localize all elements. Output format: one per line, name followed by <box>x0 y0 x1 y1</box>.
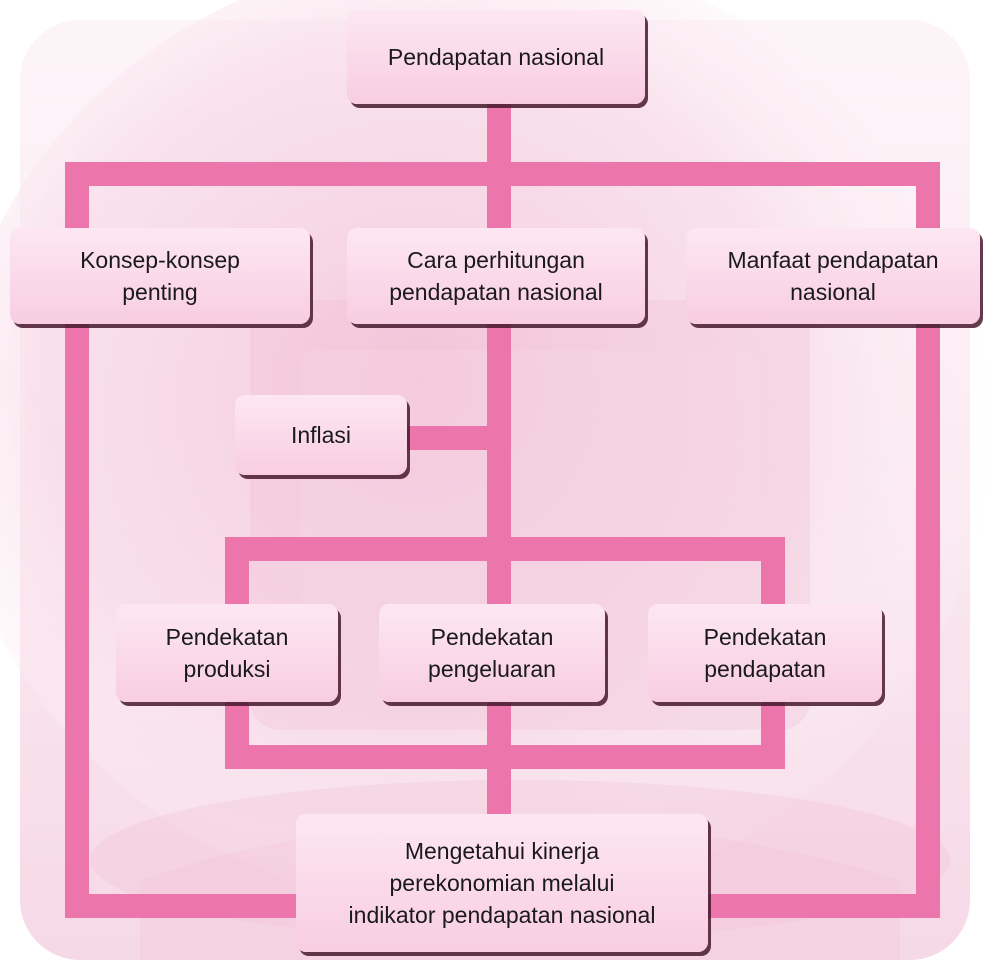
connector-inflasi-branch <box>395 426 511 450</box>
inflation-label: Inflasi <box>290 422 352 448</box>
approach-node-expenditure: Pendekatan pengeluaran <box>379 604 605 702</box>
inflation-node: Inflasi <box>235 395 407 475</box>
connector-root-stem <box>487 104 511 166</box>
approach-label-income: Pendekatan pendapatan <box>703 624 827 682</box>
topic-node-calculation: Cara perhitungan pendapatan nasional <box>347 228 645 324</box>
approach-node-income: Pendekatan pendapatan <box>648 604 882 702</box>
connector-approach-bottom <box>225 745 785 769</box>
connector-approach-top <box>225 537 785 561</box>
approach-label-expenditure: Pendekatan pengeluaran <box>428 624 556 682</box>
goal-label: Mengetahui kinerja perekonomian melalui … <box>348 838 656 928</box>
goal-node: Mengetahui kinerja perekonomian melalui … <box>296 814 708 952</box>
topic-node-concepts: Konsep-konsep penting <box>10 228 310 324</box>
topic-label-benefits: Manfaat pendapatan nasional <box>727 247 939 305</box>
topic-node-benefits: Manfaat pendapatan nasional <box>686 228 980 324</box>
root-label: Pendapatan nasional <box>387 44 605 70</box>
topic-label-concepts: Konsep-konsep penting <box>80 247 240 305</box>
root-node: Pendapatan nasional <box>347 10 645 104</box>
topic-label-calculation: Cara perhitungan pendapatan nasional <box>389 247 603 305</box>
approach-node-production: Pendekatan produksi <box>116 604 338 702</box>
approach-label-production: Pendekatan produksi <box>165 624 289 682</box>
